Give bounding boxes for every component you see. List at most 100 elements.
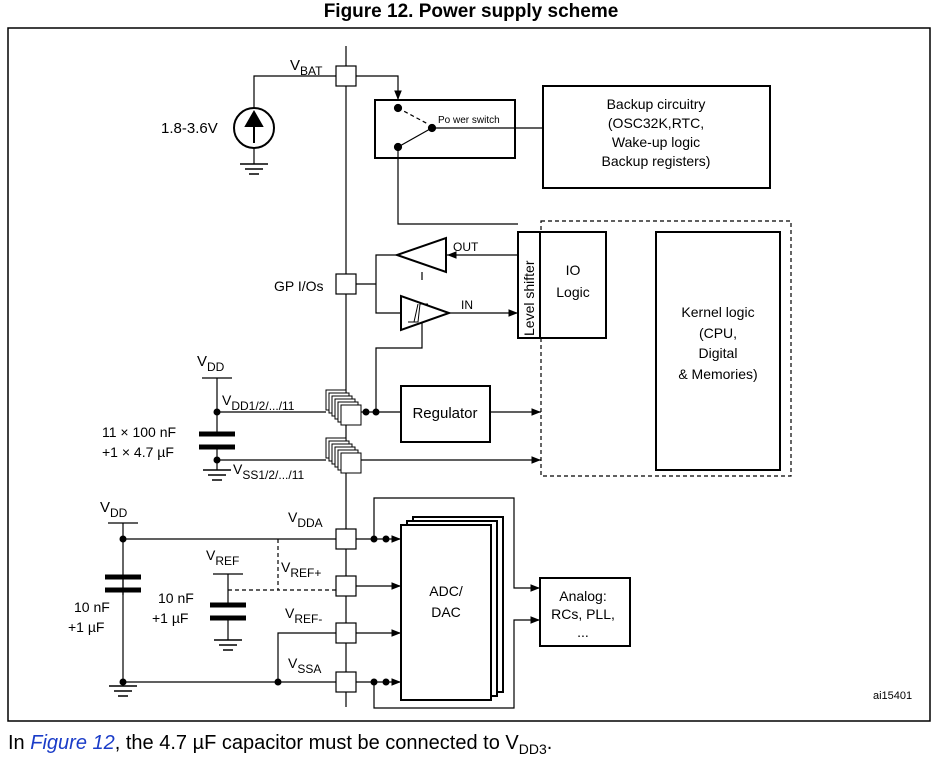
vdd123-label: V bbox=[222, 392, 232, 408]
battery-arrow-icon bbox=[244, 109, 264, 143]
svg-text:VDD: VDD bbox=[197, 353, 225, 374]
vdd-stack-dot-b bbox=[372, 408, 380, 416]
vdda-left-dot bbox=[274, 678, 282, 686]
backup-line-4: Backup registers) bbox=[602, 153, 711, 169]
power-switch-label: Po wer switch bbox=[438, 115, 500, 126]
vbat-label-sub: BAT bbox=[300, 64, 323, 78]
io-label-1: IO bbox=[566, 262, 581, 278]
ground-left-icon bbox=[109, 685, 137, 697]
svg-text:VBAT: VBAT bbox=[290, 57, 323, 78]
ground-vref-icon bbox=[214, 639, 242, 651]
buffer-supply-wire bbox=[375, 322, 423, 412]
vssa-junction-dot bbox=[119, 678, 127, 686]
backup-line-2: (OSC32K,RTC, bbox=[608, 115, 704, 131]
kernel-domain-dashed bbox=[540, 220, 792, 477]
backup-line-1: Backup circuitry bbox=[607, 96, 706, 112]
vbat-wire bbox=[253, 75, 336, 108]
vdda-label: V bbox=[288, 509, 298, 525]
vssa-label-sub: SSA bbox=[297, 662, 321, 676]
gpios-label: GP I/Os bbox=[274, 278, 324, 294]
vbat-to-switch-wire bbox=[356, 75, 402, 100]
vss-junction-dot bbox=[213, 456, 221, 464]
vref-label-sub: REF bbox=[215, 554, 239, 568]
vdda-pin-dot bbox=[370, 535, 378, 543]
cap-top-line-1: 11 × 100 nF bbox=[102, 424, 176, 440]
vdda-pin-dot-b bbox=[382, 535, 390, 543]
level-shifter-label: Level shifter bbox=[521, 260, 537, 336]
output-buffer-icon bbox=[393, 236, 447, 274]
caption-middle: , the 4.7 µF capacitor must be connected… bbox=[114, 732, 519, 754]
in-label: IN bbox=[461, 298, 473, 312]
cap-left-line-1: 10 nF bbox=[74, 599, 110, 615]
vrefm-label-sub: REF- bbox=[294, 612, 322, 626]
ground-top-icon bbox=[203, 469, 231, 481]
switch-to-io-wire bbox=[397, 150, 518, 225]
caption-prefix: In bbox=[8, 732, 31, 754]
figure-id-tag: ai15401 bbox=[873, 690, 912, 702]
svg-text:VSSA: VSSA bbox=[288, 655, 321, 676]
gpio-pin bbox=[335, 273, 357, 295]
analog-label-2: RCs, PLL, bbox=[551, 606, 615, 622]
capacitor-vref-icon bbox=[210, 602, 246, 621]
analog-label-3: ... bbox=[577, 624, 589, 640]
analog-box bbox=[539, 577, 631, 647]
caption-suffix: . bbox=[546, 732, 553, 754]
vdd-bottom-label-sub: DD bbox=[110, 506, 128, 520]
vbat-label: V bbox=[290, 57, 300, 74]
svg-text:VDDA: VDDA bbox=[288, 509, 323, 530]
io-logic-box bbox=[539, 231, 607, 339]
kernel-line-3: Digital bbox=[699, 345, 738, 361]
power-supply-diagram: VBAT 1.8-3.6V Po wer switch Backup circu… bbox=[7, 27, 931, 722]
vss-pin-stack bbox=[325, 437, 362, 474]
vssa-label: V bbox=[288, 655, 298, 671]
buffer-out-wire bbox=[375, 254, 401, 314]
cap-mid-line-2: +1 µF bbox=[152, 610, 188, 626]
vbat-pin bbox=[335, 65, 357, 87]
input-buffer-icon bbox=[400, 294, 452, 332]
svg-text:VSS1/2/.../11: VSS1/2/.../11 bbox=[233, 461, 304, 482]
svg-text:VREF: VREF bbox=[206, 547, 239, 568]
vrefp-label: V bbox=[281, 559, 291, 575]
caption: In Figure 12, the 4.7 µF capacitor must … bbox=[8, 732, 552, 757]
battery-ground-icon bbox=[240, 163, 268, 175]
kernel-line-2: (CPU, bbox=[699, 325, 737, 341]
vdd-top-label: V bbox=[197, 353, 207, 370]
vrefm-label: V bbox=[285, 605, 295, 621]
svg-text:VREF-: VREF- bbox=[285, 605, 322, 626]
vssa-pin-dot bbox=[370, 678, 378, 686]
vdda-to-analog-wire bbox=[373, 497, 540, 592]
vdda-junction-dot bbox=[119, 535, 127, 543]
vdd-junction-dot bbox=[213, 408, 221, 416]
cap-left-line-2: +1 µF bbox=[68, 619, 104, 635]
vssa-to-analog-wire bbox=[373, 616, 540, 709]
switch-symbol-icon bbox=[393, 103, 515, 152]
vdd-stack-dot-a bbox=[362, 408, 370, 416]
regulator-label: Regulator bbox=[412, 405, 477, 422]
svg-text:VDD1/2/.../11: VDD1/2/.../11 bbox=[222, 392, 295, 413]
vss123-label: V bbox=[233, 461, 243, 477]
cap-top-line-2: +1 × 4.7 µF bbox=[102, 444, 174, 460]
vdd-top-label-sub: DD bbox=[207, 360, 225, 374]
vss123-label-sub: SS1/2/.../11 bbox=[242, 468, 304, 482]
svg-text:VDD: VDD bbox=[100, 499, 128, 520]
vrefm-pin bbox=[335, 622, 357, 644]
figure-link[interactable]: Figure 12 bbox=[30, 732, 115, 754]
figure-title: Figure 12. Power supply scheme bbox=[323, 1, 619, 22]
vssa-pin bbox=[335, 671, 357, 693]
vdd-pin-stack bbox=[325, 389, 362, 426]
kernel-line-4: & Memories) bbox=[678, 366, 757, 382]
adc-box bbox=[400, 524, 492, 701]
kernel-logic-box bbox=[655, 231, 781, 471]
vref-label: V bbox=[206, 547, 216, 563]
kernel-line-1: Kernel logic bbox=[681, 304, 754, 320]
adc-label-1: ADC/ bbox=[429, 583, 463, 599]
regulator-box bbox=[400, 385, 491, 443]
io-label-2: Logic bbox=[556, 284, 589, 300]
backup-circuitry-box bbox=[542, 85, 771, 189]
schmitt-trigger-icon bbox=[408, 303, 428, 323]
capacitor-top-icon bbox=[199, 431, 235, 450]
svg-text:VREF+: VREF+ bbox=[281, 559, 321, 580]
adc-label-2: DAC bbox=[431, 604, 461, 620]
vdda-pin bbox=[335, 528, 357, 550]
caption-sub: DD3 bbox=[518, 741, 547, 757]
